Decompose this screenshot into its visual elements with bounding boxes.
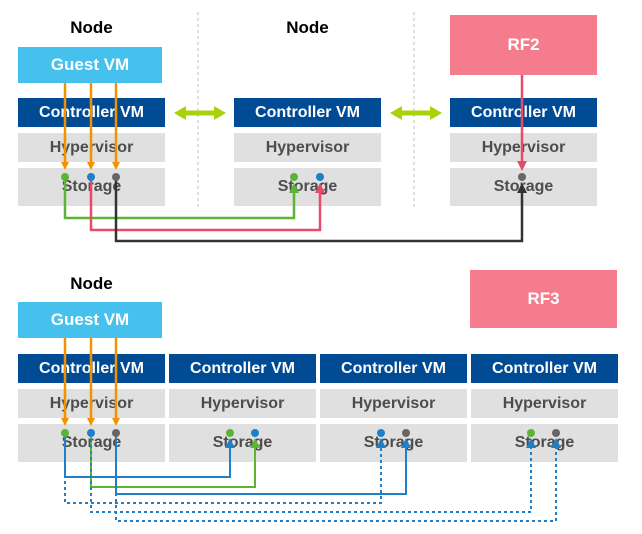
controller-vm-bottom-2: Controller VM bbox=[169, 354, 316, 383]
hypervisor-top-3: Hypervisor bbox=[450, 133, 597, 162]
rf2-badge: RF2 bbox=[450, 15, 597, 75]
controller-vm-top-2: Controller VM bbox=[234, 98, 381, 127]
node-label-top-left: Node bbox=[70, 18, 113, 37]
guest-vm-bottom: Guest VM bbox=[18, 302, 162, 338]
hypervisor-bottom-4: Hypervisor bbox=[471, 389, 618, 418]
replica-path-dark-top bbox=[114, 177, 527, 243]
storage-dots-bottom bbox=[61, 429, 560, 437]
hypervisor-bottom-3: Hypervisor bbox=[320, 389, 467, 418]
guest-vm-top: Guest VM bbox=[18, 47, 162, 83]
replica-path-dotted-1 bbox=[64, 433, 386, 504]
replica-path-blue-bottom-2 bbox=[115, 433, 411, 495]
replica-path-dotted-2 bbox=[90, 433, 536, 513]
node-label-top-middle: Node bbox=[286, 18, 329, 37]
controller-vm-bottom-3: Controller VM bbox=[320, 354, 467, 383]
replica-path-green-top bbox=[63, 177, 299, 220]
controller-vm-bottom-4: Controller VM bbox=[471, 354, 618, 383]
replica-path-dotted-3 bbox=[115, 433, 561, 522]
node-label-bottom: Node bbox=[70, 274, 113, 293]
replica-path-red-top bbox=[89, 177, 325, 232]
replica-path-blue-bottom-1 bbox=[64, 433, 235, 478]
hypervisor-top-2: Hypervisor bbox=[234, 133, 381, 162]
write-arrows-bottom bbox=[61, 338, 120, 426]
controller-vm-top-3: Controller VM bbox=[450, 98, 597, 127]
storage-top-2: Storage bbox=[234, 168, 381, 206]
write-arrows-top bbox=[61, 83, 120, 170]
rf3-badge: RF3 bbox=[470, 270, 617, 328]
storage-dots-top bbox=[61, 173, 526, 181]
hypervisor-bottom-2: Hypervisor bbox=[169, 389, 316, 418]
